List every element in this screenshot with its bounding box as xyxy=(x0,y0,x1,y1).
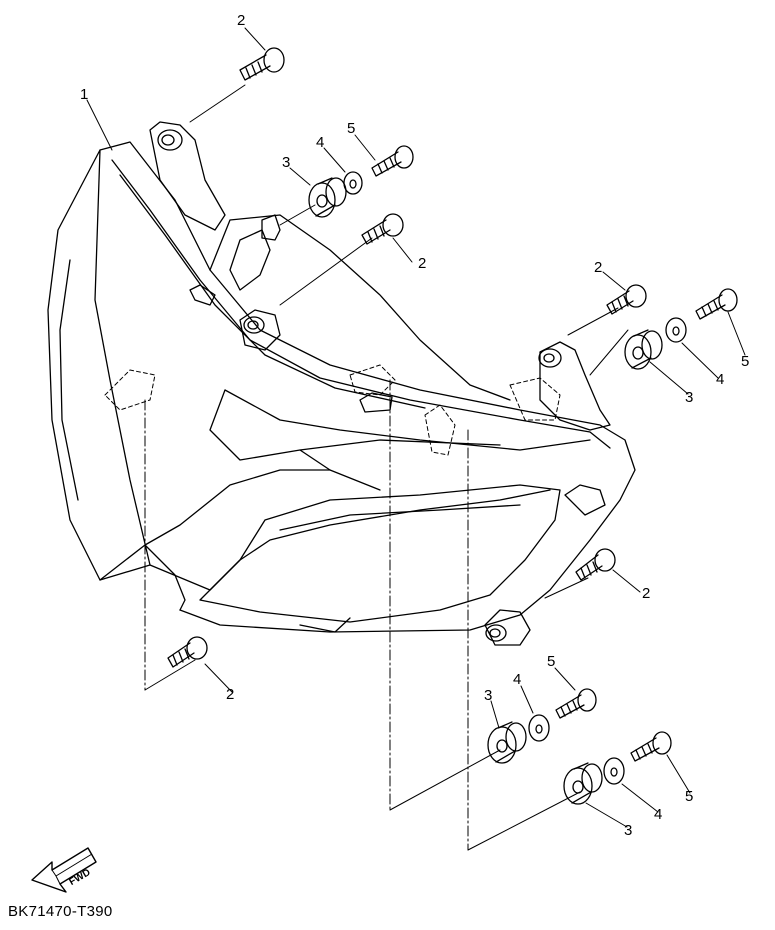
projection-lines xyxy=(144,379,469,851)
bolt-2-lowright xyxy=(575,548,616,581)
screw-5-lower-a xyxy=(555,688,597,719)
washer-4-lower-a xyxy=(528,714,550,742)
fwd-arrow-icon: FWD xyxy=(31,847,97,893)
headlight-assembly xyxy=(47,121,636,646)
screw-5-lower-b xyxy=(630,731,672,762)
callout-numbers: 1 2 2 2 2 2 3 3 3 3 4 4 4 4 5 5 5 5 xyxy=(80,12,749,839)
callout-leaders xyxy=(86,27,746,828)
callout-5: 5 xyxy=(547,653,555,670)
washer-4-right xyxy=(665,317,687,343)
callout-2: 2 xyxy=(226,686,234,703)
callout-5: 5 xyxy=(685,788,693,805)
callout-1: 1 xyxy=(80,86,88,103)
callout-2: 2 xyxy=(594,259,602,276)
callout-2: 2 xyxy=(237,12,245,29)
screw-5-top xyxy=(371,145,414,177)
callout-4: 4 xyxy=(513,671,521,688)
bolt-2-top xyxy=(239,47,285,81)
grommet-3-right xyxy=(624,329,663,370)
screw-5-right xyxy=(695,288,738,320)
callout-3: 3 xyxy=(624,822,632,839)
callout-3: 3 xyxy=(484,687,492,704)
callout-4: 4 xyxy=(654,806,662,823)
callout-4: 4 xyxy=(316,134,324,151)
grommet-3-lower-b xyxy=(563,762,603,805)
grommet-3-lower-a xyxy=(487,721,527,764)
drawing-code: BK71470-T390 xyxy=(8,903,113,920)
callout-4: 4 xyxy=(716,371,724,388)
callout-5: 5 xyxy=(741,353,749,370)
callout-5: 5 xyxy=(347,120,355,137)
bolt-2-right xyxy=(606,284,647,315)
bolt-2-lowleft xyxy=(167,636,208,668)
bolt-2-mid xyxy=(361,213,404,245)
leader-lines xyxy=(144,84,629,851)
callout-2: 2 xyxy=(418,255,426,272)
callout-3: 3 xyxy=(282,154,290,171)
washer-4-top xyxy=(343,171,363,195)
washer-4-lower-b xyxy=(603,757,625,785)
grommet-3-top xyxy=(308,177,347,218)
callout-3: 3 xyxy=(685,389,693,406)
callout-2: 2 xyxy=(642,585,650,602)
